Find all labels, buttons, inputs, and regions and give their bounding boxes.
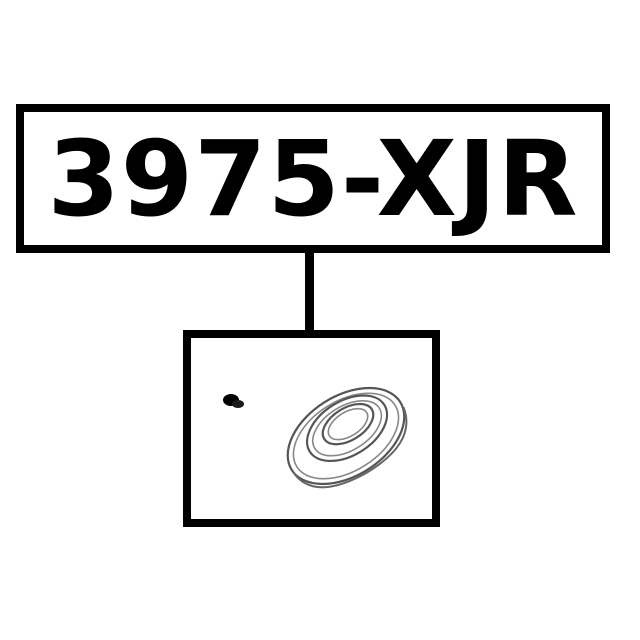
part-illustration bbox=[223, 386, 408, 489]
part-illustration-box bbox=[183, 330, 440, 527]
hole-plug-icon bbox=[223, 394, 244, 408]
part-number-box: 3975-XJR bbox=[16, 104, 610, 253]
leader-line bbox=[305, 245, 314, 331]
part-number: 3975-XJR bbox=[47, 117, 579, 240]
shaft-seal-ring-icon bbox=[286, 386, 408, 489]
